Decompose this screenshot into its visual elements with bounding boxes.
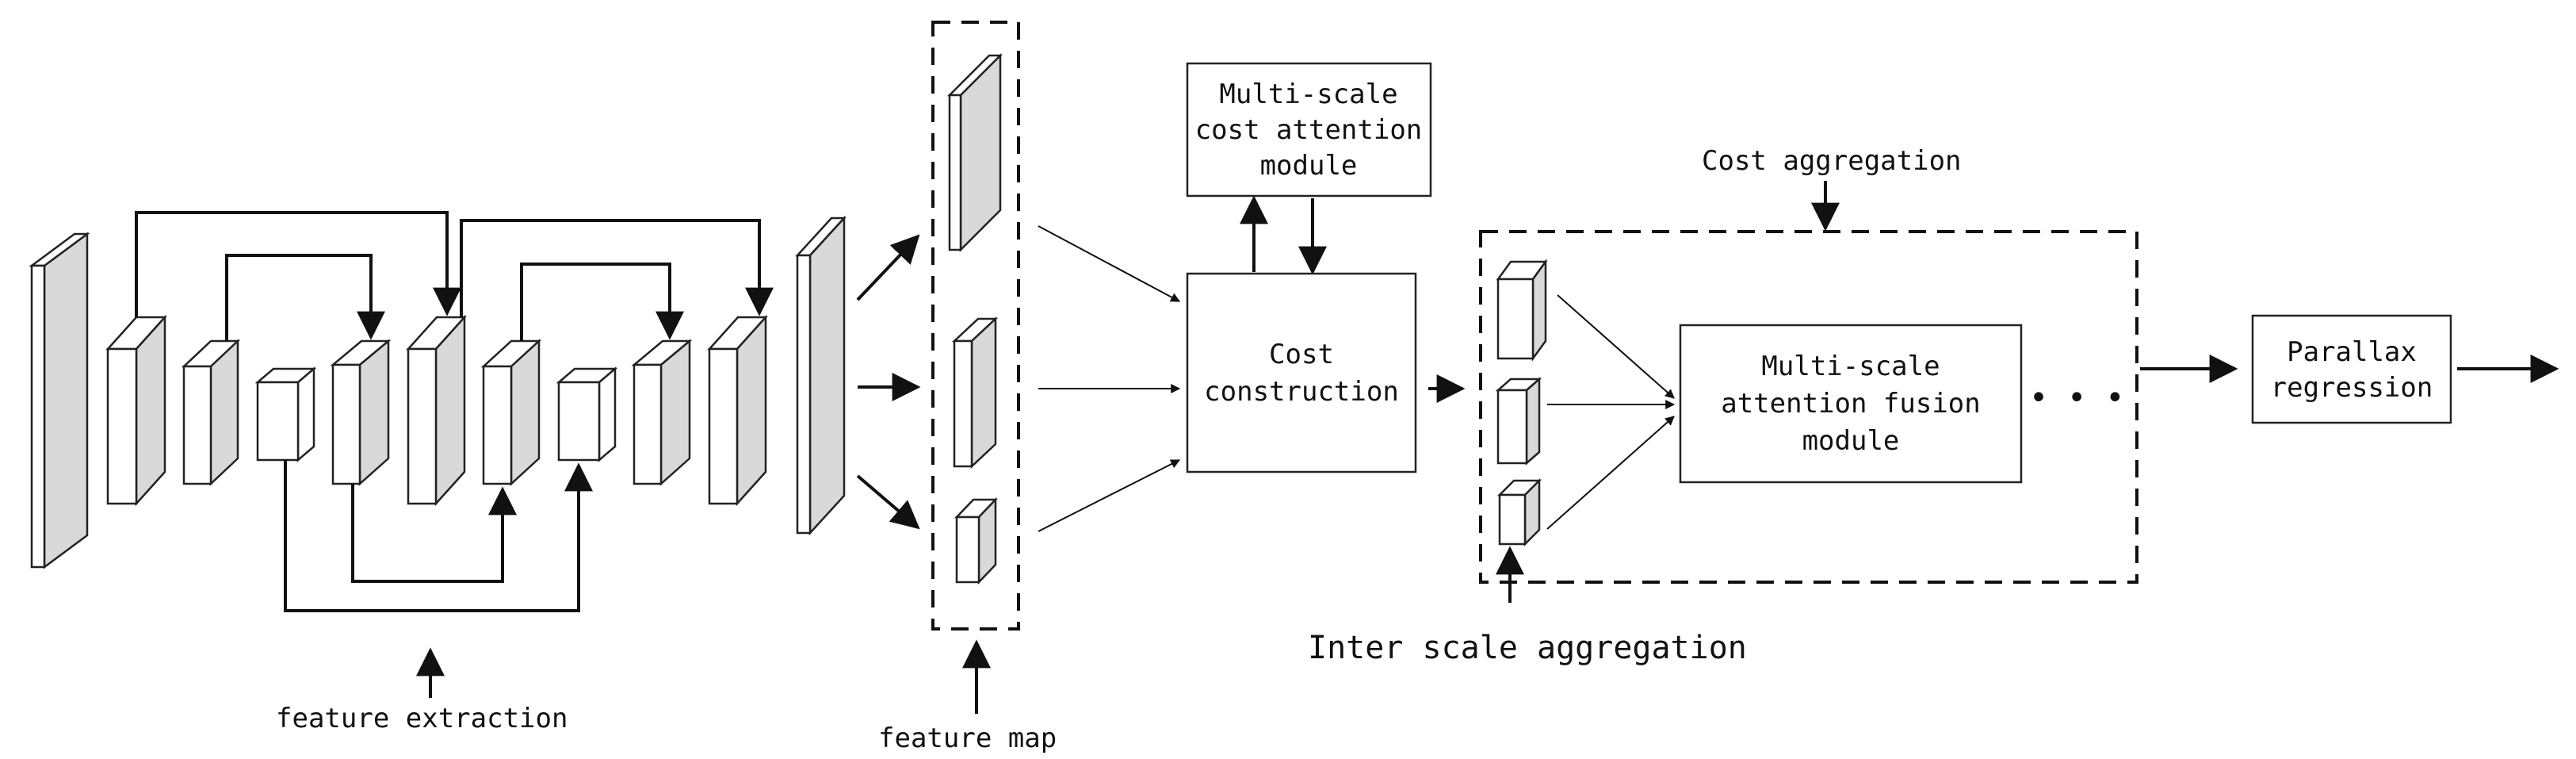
feature-map-dashed-box [931, 21, 1020, 631]
feature-map-large [946, 52, 1003, 253]
encoder-layer-7 [556, 366, 618, 462]
inter-scale-label: Inter scale aggregation [1308, 630, 1747, 666]
cost-attention-line-3: module [1260, 150, 1358, 182]
cost-construction-line-2: construction [1204, 376, 1399, 408]
encoder-layer-6 [480, 339, 542, 486]
fusion-module-box: Multi-scale attention fusion module [1679, 324, 2023, 484]
cost-aggregation-dashed-box [1479, 230, 2138, 584]
decoder-layer-5 [406, 314, 467, 507]
cost-attention-module: Multi-scale cost attention module [1186, 62, 1432, 197]
parallax-line-1: Parallax [2287, 336, 2417, 368]
decoder-layer-9 [707, 314, 768, 507]
decoder-layer-8 [631, 339, 693, 486]
feature-map-small [954, 496, 998, 585]
fusion-line-2: attention fusion [1721, 388, 1981, 420]
feature-map-label: feature map [878, 723, 1057, 754]
cost-volume-large [1496, 259, 1548, 362]
feature-map-group: feature map [878, 21, 1057, 754]
fusion-line-1: Multi-scale [1761, 351, 1940, 382]
cost-aggregation-label: Cost aggregation [1702, 145, 1962, 177]
slab-to-feature-map-arrows [856, 234, 921, 530]
cost-construction-box: Cost construction [1186, 272, 1417, 473]
cost-volume-medium [1495, 377, 1542, 466]
parallax-line-2: regression [2271, 372, 2433, 404]
skip-connections-top [135, 211, 774, 341]
feature-map-medium [951, 316, 999, 469]
map-to-cost-arrows [1038, 225, 1181, 532]
cost-aggregation-group: Cost aggregation Multi-scale attention f [1479, 145, 2138, 603]
encoder-layer-1 [105, 314, 167, 507]
encoder-layer-3 [254, 366, 317, 462]
cost-construction-line-1: Cost [1269, 339, 1334, 370]
output-slab [795, 215, 847, 536]
parallax-regression-box: Parallax regression [2251, 314, 2452, 424]
decoder-layer-4 [330, 339, 392, 486]
feature-extraction-label: feature extraction [276, 703, 568, 734]
feature-extraction-network: feature extraction [29, 211, 847, 734]
cost-volume-small [1496, 477, 1542, 547]
input-slab [29, 232, 90, 569]
cost-attention-line-2: cost attention [1195, 114, 1423, 146]
ellipsis-dots: • • • [2029, 380, 2124, 416]
skip-connections-bottom [284, 460, 593, 612]
fusion-line-3: module [1802, 425, 1900, 457]
encoder-layer-2 [181, 339, 241, 486]
cost-attention-line-1: Multi-scale [1219, 79, 1397, 110]
